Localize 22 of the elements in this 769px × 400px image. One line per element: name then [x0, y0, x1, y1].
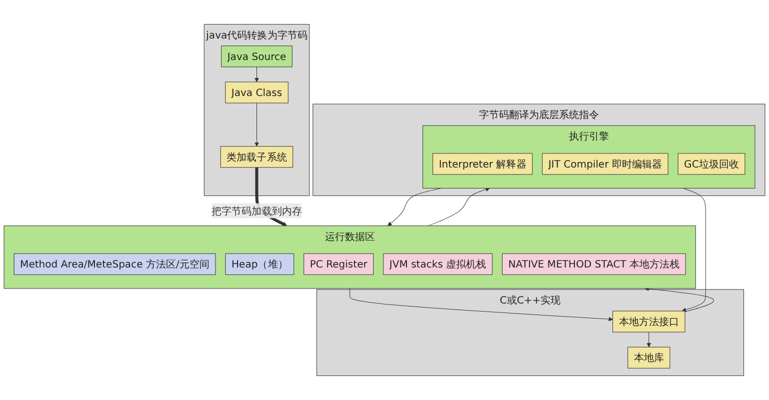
node-box: JVM stacks 虚拟机栈: [383, 253, 492, 275]
node-box: JIT Compiler 即时编辑器: [542, 153, 668, 175]
node-box: Heap（堆）: [225, 253, 294, 275]
arrow: [644, 286, 714, 312]
edge-label: 把字节码加载到内存: [212, 204, 302, 217]
node-box: Java Class: [225, 82, 288, 104]
node-box: NATIVE METHOD STACT 本地方法栈: [502, 253, 686, 275]
node-box: Java Source: [221, 46, 292, 68]
node-box: Method Area/MeteSpace 方法区/元空间: [14, 253, 216, 275]
node-box: PC Register: [304, 253, 374, 275]
node-box: 本地方法接口: [612, 310, 686, 332]
node-box: 本地库: [628, 346, 670, 368]
arrow: [254, 66, 259, 82]
node-box: 类加载子系统: [220, 146, 294, 168]
arrow: [682, 188, 706, 312]
node-box: GC垃圾回收: [678, 153, 746, 175]
arrow: [646, 332, 652, 348]
arrow: [254, 102, 259, 147]
node-box: Interpreter 解释器: [432, 153, 533, 175]
arrow: [350, 288, 613, 322]
arrow: [428, 187, 490, 226]
arrow: [388, 188, 442, 226]
